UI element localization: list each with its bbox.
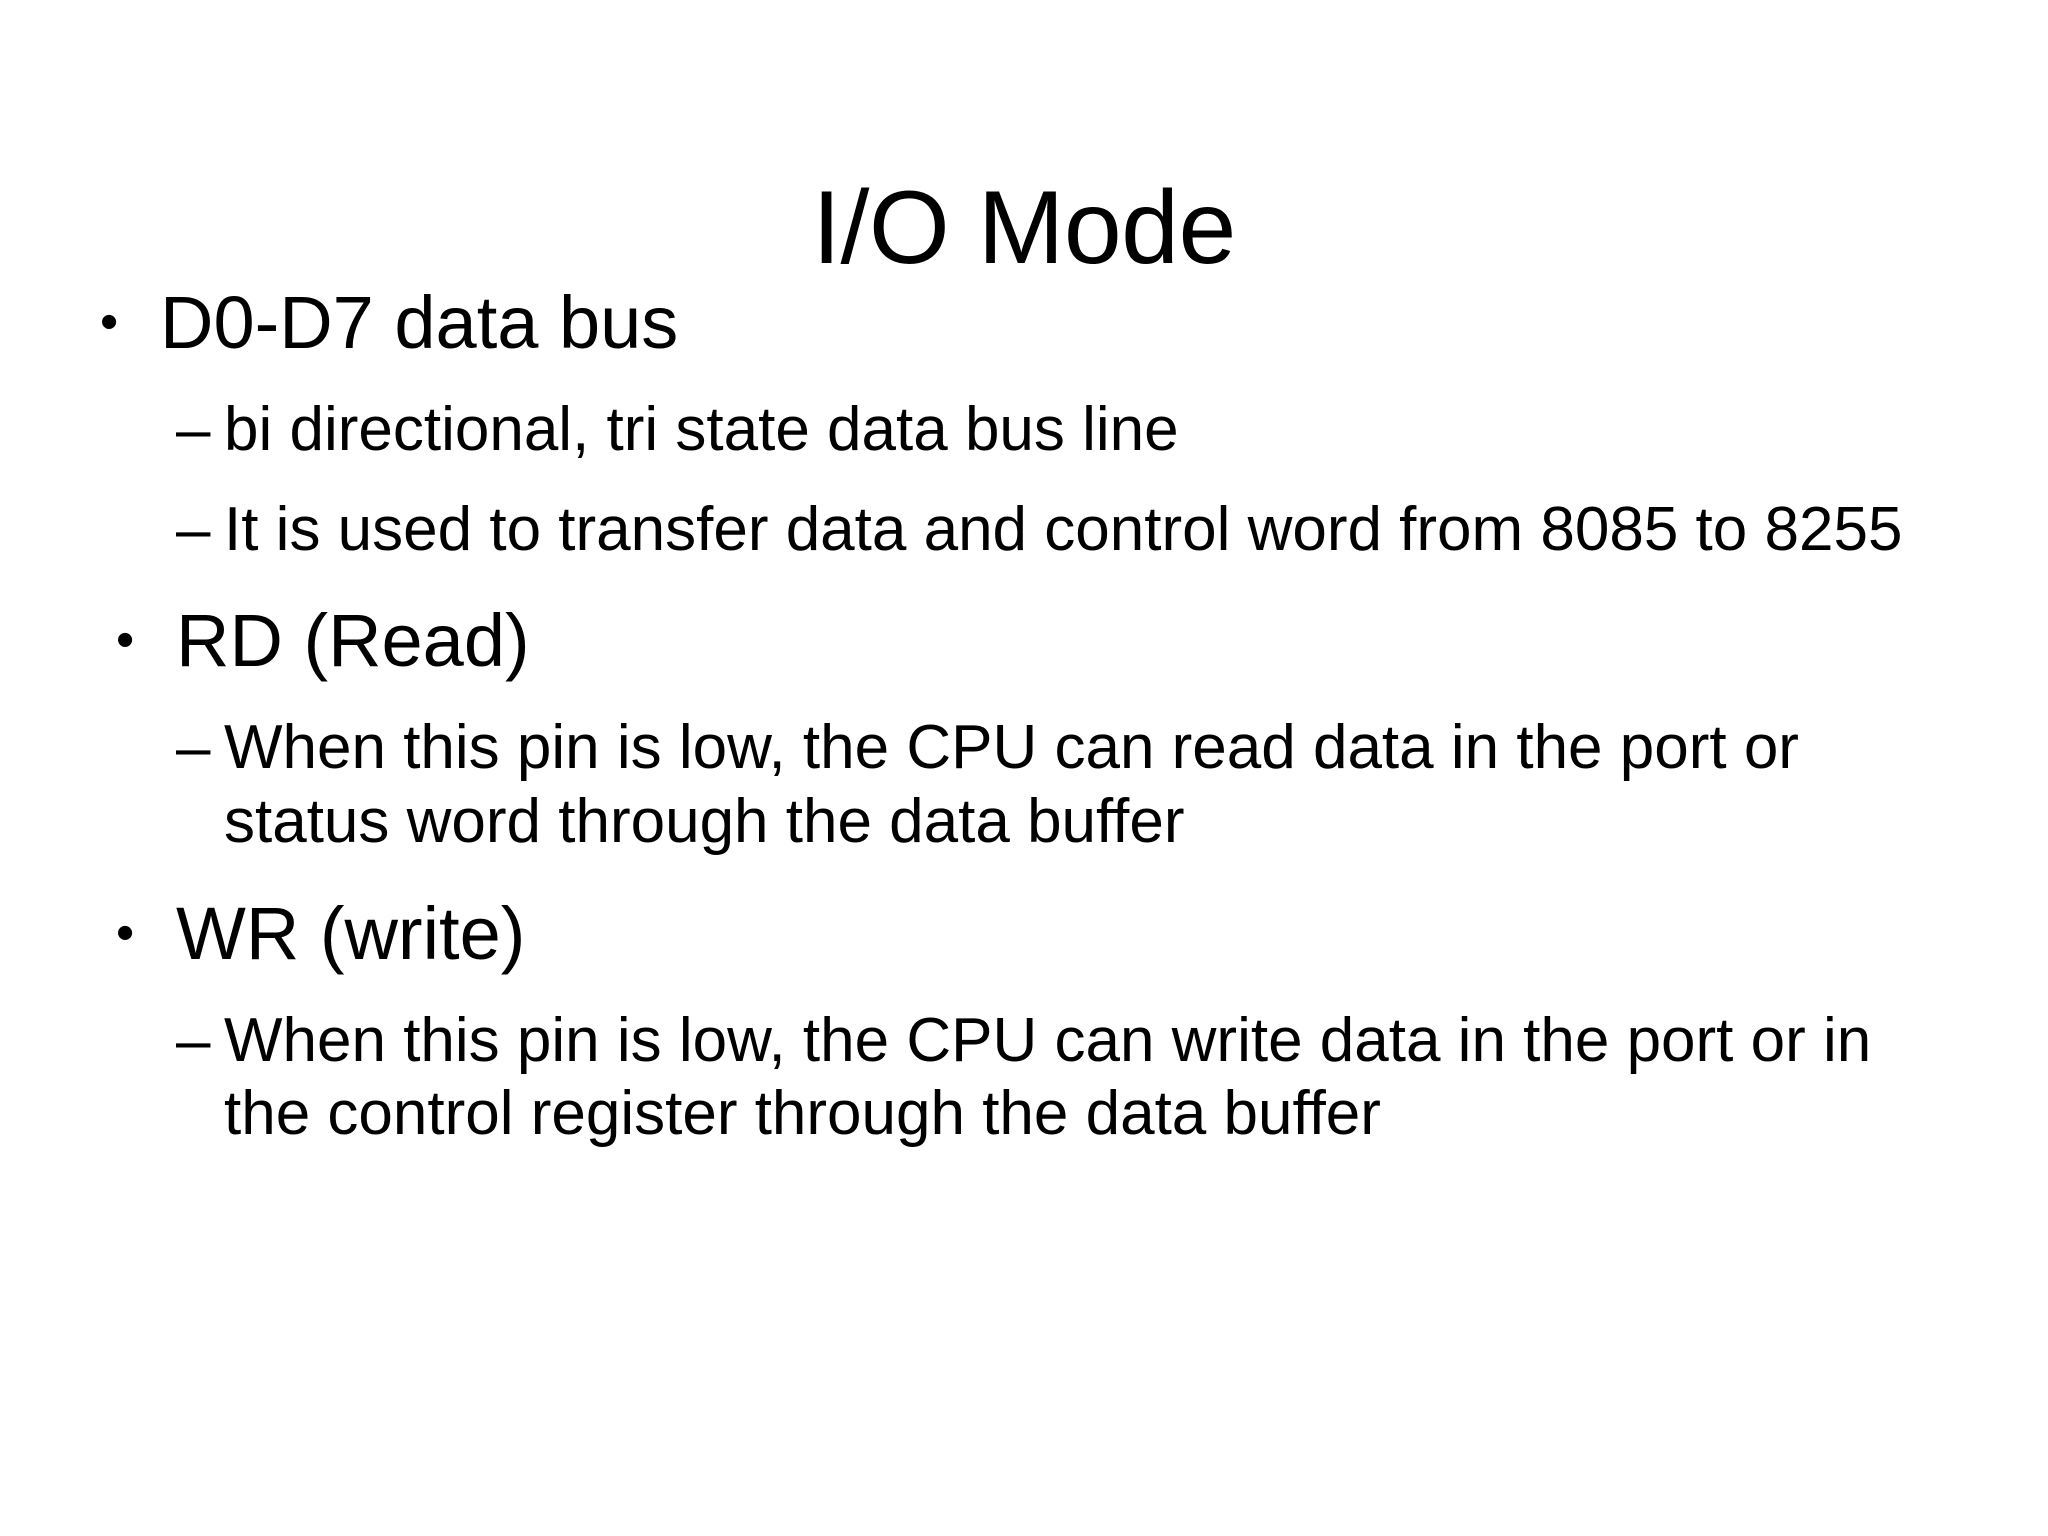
bullet-text: D0-D7 data bus xyxy=(160,281,679,364)
bullet-dash-icon: – xyxy=(176,1005,211,1075)
page-title: I/O Mode xyxy=(812,169,1236,286)
sub-bullet-wr-description: – When this pin is low, the CPU can writ… xyxy=(0,1004,2048,1152)
spacer xyxy=(0,982,2048,1004)
bullet-item-wr-write: • WR (write) xyxy=(0,891,2048,976)
bullet-item-d0-d7: • D0-D7 data bus xyxy=(0,281,2048,365)
spacer xyxy=(0,570,2048,600)
bullet-dash-icon: – xyxy=(176,394,211,464)
spacer xyxy=(0,689,2048,711)
spacer xyxy=(0,471,2048,493)
sub-bullet-text: bi directional, tri state data bus line xyxy=(224,394,1179,464)
sub-bullet-text: When this pin is low, the CPU can write … xyxy=(224,1005,1872,1149)
bullet-text: RD (Read) xyxy=(176,599,530,683)
sub-bullet-rd-description: – When this pin is low, the CPU can read… xyxy=(0,711,2048,859)
sub-bullet-text: When this pin is low, the CPU can read d… xyxy=(224,713,1799,857)
bullet-text: WR (write) xyxy=(176,891,526,975)
sub-bullet-bi-directional: – bi directional, tri state data bus lin… xyxy=(0,393,2048,467)
bullet-dash-icon: – xyxy=(176,494,211,564)
bullet-dot-icon: • xyxy=(116,903,135,962)
sub-bullet-text: It is used to transfer data and control … xyxy=(224,494,1903,564)
bullet-dot-icon: • xyxy=(116,611,135,670)
spacer xyxy=(0,863,2048,893)
bullet-item-rd-read: • RD (Read) xyxy=(0,600,2048,683)
bullet-dash-icon: – xyxy=(176,713,211,783)
sub-bullet-transfer-data: – It is used to transfer data and contro… xyxy=(0,493,2048,567)
spacer xyxy=(0,371,2048,393)
slide-body: • D0-D7 data bus – bi directional, tri s… xyxy=(0,281,2048,1155)
bullet-dot-icon: • xyxy=(100,293,119,351)
